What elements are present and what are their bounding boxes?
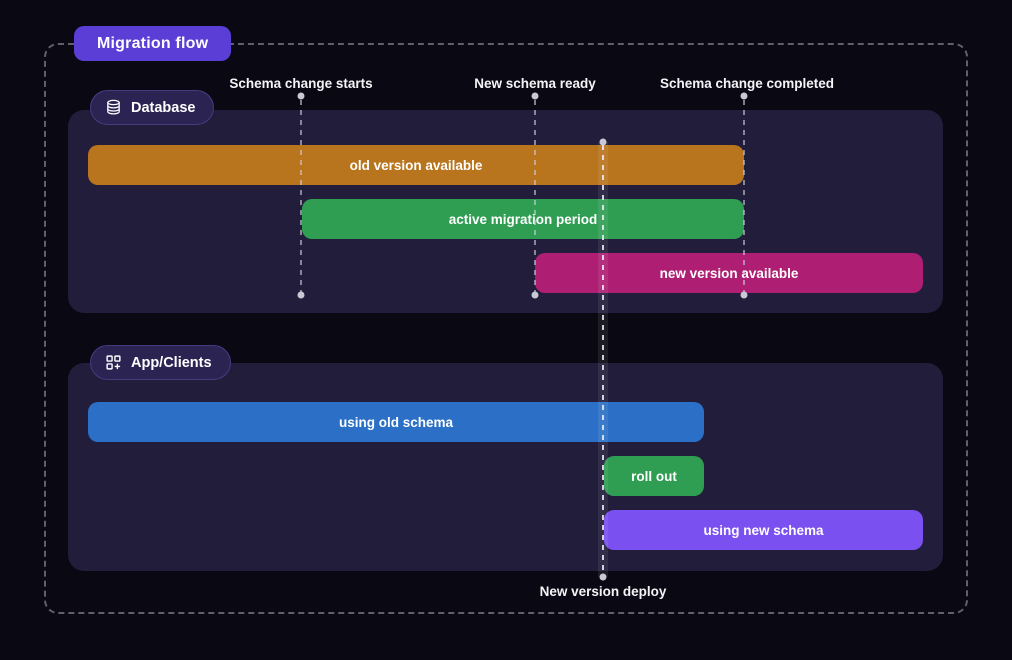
milestone-line-schema-change-completed bbox=[743, 100, 745, 292]
milestone-dot bbox=[740, 291, 748, 299]
bar-label: roll out bbox=[631, 468, 677, 484]
diagram-dashed-frame bbox=[44, 43, 968, 614]
milestone-label-schema-change-starts: Schema change starts bbox=[229, 76, 373, 91]
milestone-line-schema-change-starts bbox=[300, 100, 302, 292]
database-section-badge: Database bbox=[90, 90, 215, 125]
bar-label: active migration period bbox=[448, 211, 598, 227]
bar-label: using new schema bbox=[703, 522, 824, 538]
diagram-title-badge: Migration flow bbox=[74, 26, 232, 61]
bar-label: using old schema bbox=[338, 414, 454, 430]
bar-old-version-available: old version available bbox=[88, 145, 744, 185]
database-section-label: Database bbox=[131, 99, 196, 116]
bar-active-migration-period: active migration period bbox=[302, 199, 744, 239]
bar-using-new-schema: using new schema bbox=[604, 510, 923, 550]
app-clients-section-badge: App/Clients bbox=[90, 345, 231, 380]
bar-label: new version available bbox=[659, 265, 799, 281]
milestone-dot bbox=[740, 92, 748, 100]
bar-label: old version available bbox=[349, 157, 483, 173]
diagram-title: Migration flow bbox=[97, 34, 209, 52]
milestone-dot bbox=[599, 573, 607, 581]
milestone-dot bbox=[297, 291, 305, 299]
grid-plus-icon bbox=[105, 354, 122, 371]
app-clients-section-label: App/Clients bbox=[131, 354, 212, 371]
milestone-label-schema-change-completed: Schema change completed bbox=[659, 76, 835, 91]
bar-using-old-schema: using old schema bbox=[88, 402, 704, 442]
milestone-line-new-schema-ready bbox=[534, 100, 536, 292]
milestone-dot bbox=[531, 92, 539, 100]
database-icon bbox=[105, 99, 122, 116]
milestone-dot bbox=[297, 92, 305, 100]
bar-roll-out: roll out bbox=[604, 456, 704, 496]
milestone-dot bbox=[531, 291, 539, 299]
bar-new-version-available: new version available bbox=[535, 253, 923, 293]
milestone-label-new-version-deploy: New version deploy bbox=[539, 584, 667, 599]
milestone-line-new-version-deploy bbox=[602, 145, 604, 574]
milestone-label-new-schema-ready: New schema ready bbox=[474, 76, 596, 91]
milestone-dot bbox=[599, 138, 607, 146]
